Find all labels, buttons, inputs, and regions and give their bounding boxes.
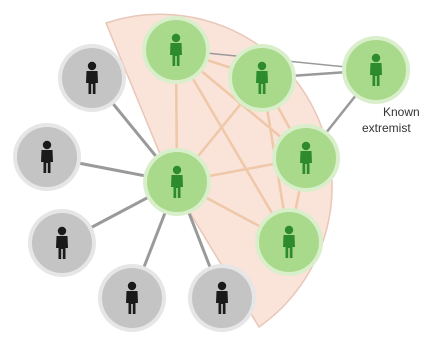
node-hub-hub-person-icon [143, 148, 211, 216]
node-g4-network-person-icon [272, 124, 340, 192]
node-g1-network-person-icon [142, 16, 210, 84]
cross-link-g1-g5 [174, 48, 291, 244]
node-p5-contact-person-icon [188, 264, 256, 332]
node-p1-contact-person-icon [58, 44, 126, 112]
node-p3-contact-person-icon [28, 209, 96, 277]
node-p4-contact-person-icon [98, 264, 166, 332]
known-extremist-label-line-1: Known [383, 105, 420, 119]
node-g3-known-extremist-person-icon [342, 36, 410, 104]
node-g2-network-person-icon [228, 44, 296, 112]
known-extremist-label-line-2: extremist [362, 121, 411, 135]
node-g5-network-person-icon [255, 208, 323, 276]
network-nodes [13, 16, 410, 332]
node-p2-contact-person-icon [13, 123, 81, 191]
